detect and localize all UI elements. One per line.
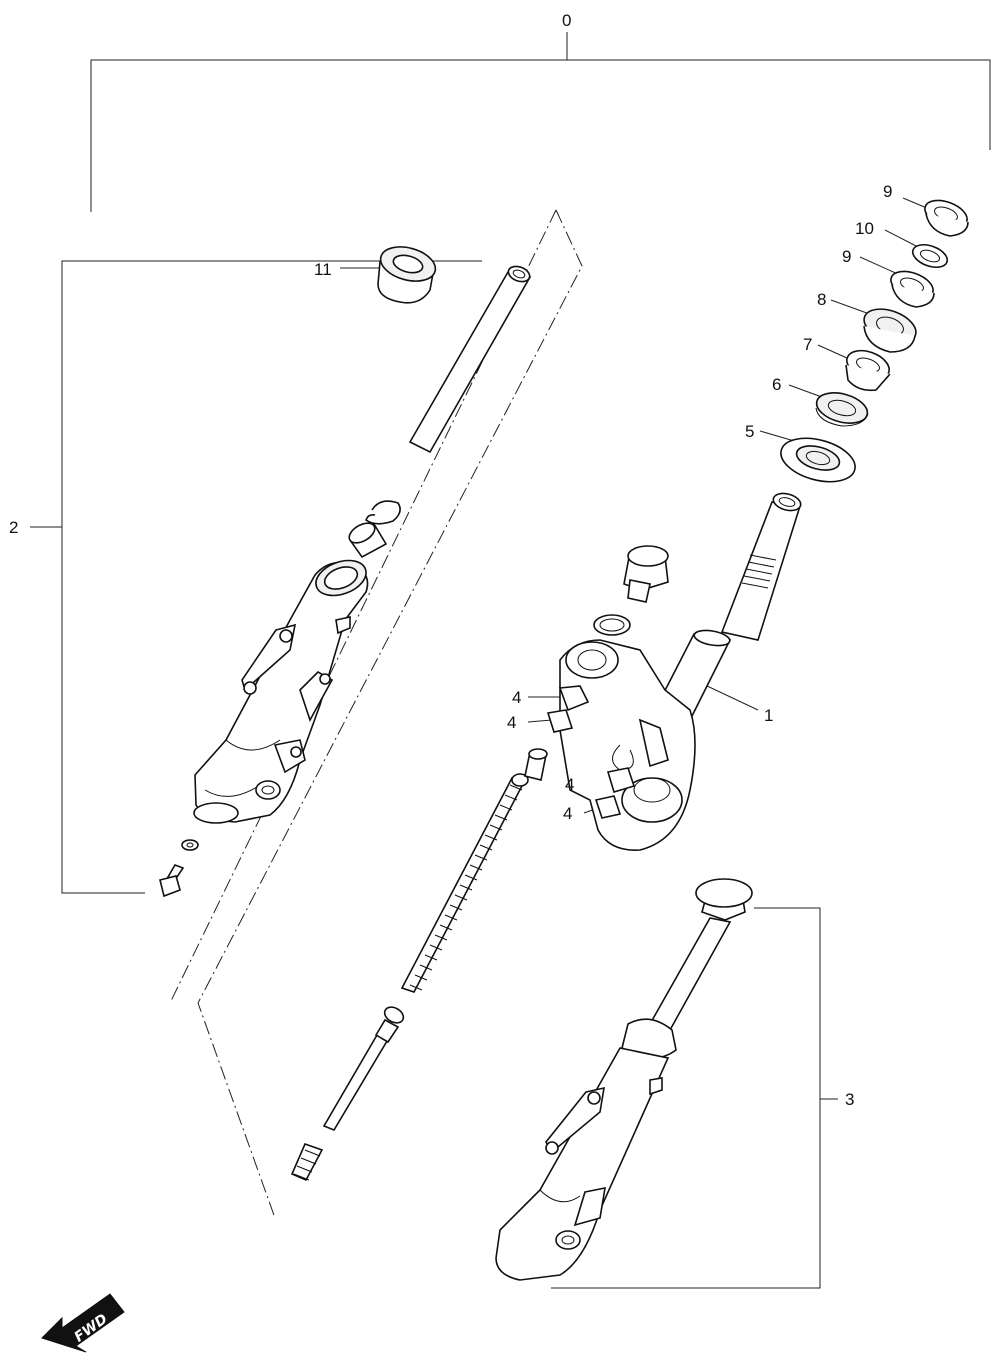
- fork-spring-and-rod: [290, 748, 548, 1182]
- lock-washer: [911, 243, 949, 269]
- callout-0: 0: [562, 11, 571, 30]
- spring-seat-washer: [511, 773, 529, 787]
- callout-4c: 4: [565, 775, 574, 794]
- callout-9b: 9: [842, 247, 851, 266]
- spring-spacer: [524, 748, 548, 781]
- left-fork-assembly: [159, 246, 532, 898]
- callout-5: 5: [745, 422, 754, 441]
- callout-4a: 4: [512, 688, 521, 707]
- callout-4b: 4: [507, 713, 516, 732]
- ball-bearing: [845, 349, 891, 392]
- fwd-arrow-icon: FWD: [41, 1293, 125, 1353]
- dust-seal: [780, 437, 856, 483]
- right-fork-assembly: [495, 878, 753, 1281]
- damper-rod: [322, 1006, 405, 1131]
- drain-washer: [181, 839, 199, 851]
- callout-9a: 9: [883, 182, 892, 201]
- steering-bearing-stack: [780, 199, 969, 483]
- callout-11: 11: [314, 260, 332, 279]
- callout-6: 6: [772, 375, 781, 394]
- callout-10: 10: [855, 219, 874, 238]
- circlip: [365, 500, 401, 525]
- callout-7: 7: [803, 335, 812, 354]
- spring-lower: [290, 1142, 324, 1182]
- clamp-bolts: [546, 685, 636, 819]
- callout-8: 8: [817, 290, 826, 309]
- callout-2: 2: [9, 518, 18, 537]
- bearing-race-bottom: [815, 392, 869, 427]
- o-ring: [593, 614, 631, 636]
- fork-top-bolt: [623, 545, 669, 603]
- spring-upper: [400, 777, 526, 993]
- guide-bushing: [348, 522, 388, 559]
- callout-1: 1: [764, 706, 773, 725]
- callout-3: 3: [845, 1090, 854, 1109]
- oil-seal: [377, 246, 437, 304]
- lock-nut-lower: [890, 270, 935, 308]
- callout-4d: 4: [563, 804, 572, 823]
- socket-bolt: [159, 864, 185, 898]
- inner-tube: [408, 265, 532, 454]
- bearing-race-top: [863, 308, 917, 353]
- steering-stem: [559, 492, 802, 851]
- callout-labels: 0 1 2 3 4 4 4 4 5 6 7 8 9 9 10 11: [9, 11, 892, 1109]
- left-outer-leg: [193, 559, 369, 824]
- lock-nut-upper: [924, 199, 969, 237]
